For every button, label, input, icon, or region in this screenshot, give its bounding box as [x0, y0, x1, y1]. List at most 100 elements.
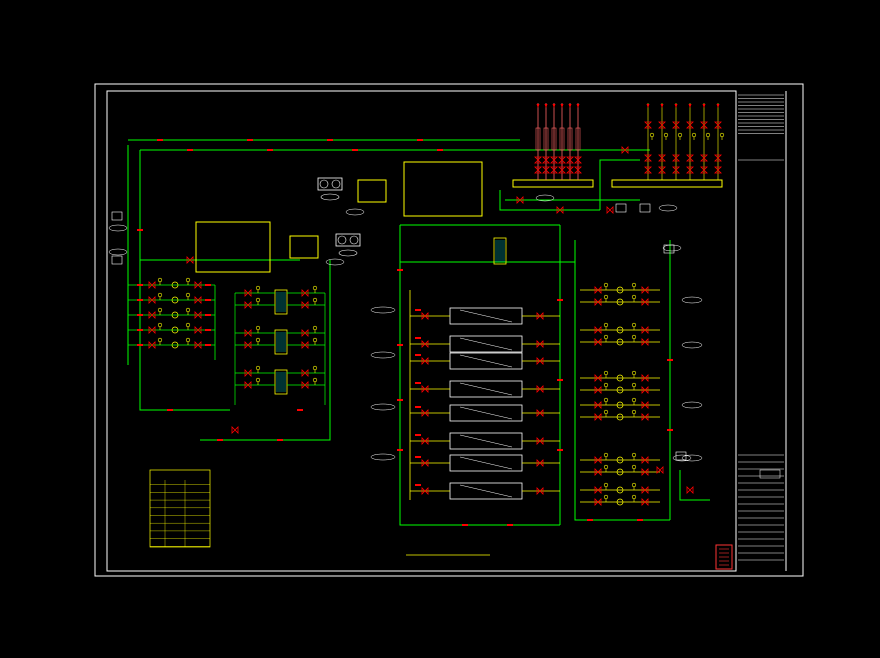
bowtie-valve-icon [421, 357, 429, 365]
equipment-enclosures [195, 161, 483, 273]
header-valves [137, 139, 694, 526]
bowtie-valve-icon [641, 326, 649, 334]
pressure-gauge-icon [631, 282, 637, 288]
pump-icon [171, 341, 179, 349]
bowtie-valve-icon [594, 498, 602, 506]
pipe-tag-mark [247, 139, 253, 141]
pressure-gauge-icon [312, 325, 318, 331]
sheet-border-inner [106, 90, 737, 572]
bowtie-valve-icon [686, 121, 694, 129]
tank-diagonal [459, 456, 513, 470]
pipe-tag-mark [137, 329, 143, 331]
pipe-tag-mark [267, 149, 273, 151]
bowtie-valve-icon [686, 154, 694, 162]
bowtie-valve-icon [194, 326, 202, 334]
pressure-gauge-icon [631, 322, 637, 328]
pipe-tag-mark [397, 449, 403, 451]
bowtie-valve-icon [536, 385, 544, 393]
bowtie-valve-icon [606, 206, 614, 214]
pipe-tag-mark [415, 337, 421, 339]
pressure-gauge-icon [157, 322, 163, 328]
bowtie-valve-icon [542, 166, 550, 174]
pressure-gauge-icon [255, 377, 261, 383]
tank-tag [370, 351, 396, 359]
bowtie-valve-icon [700, 121, 708, 129]
pressure-gauge-icon [312, 285, 318, 291]
bowtie-valve-icon [641, 498, 649, 506]
pipe-tag-mark [205, 344, 211, 346]
bowtie-valve-icon [641, 413, 649, 421]
pipe-tag-mark [437, 149, 443, 151]
pump-icon [616, 298, 624, 306]
pressure-gauge-icon [631, 494, 637, 500]
chiller-units [317, 177, 361, 257]
bowtie-valve-icon [641, 374, 649, 382]
storage-tanks [370, 290, 560, 500]
pressure-gauge-icon [719, 132, 725, 138]
equipment-tag [672, 454, 692, 462]
pipe-tag-mark [415, 309, 421, 311]
bowtie-valve-icon [534, 156, 542, 164]
pipe-tag-mark [397, 344, 403, 346]
chiller-unit-icon [317, 177, 343, 191]
bowtie-valve-icon [658, 121, 666, 129]
chiller-tag [320, 193, 340, 201]
pipe-tag-mark [277, 439, 283, 441]
pressure-gauge-icon [157, 337, 163, 343]
title-block-logo [759, 469, 781, 479]
right-branch-circuits [580, 282, 703, 506]
pressure-gauge-icon [631, 482, 637, 488]
riser-coil [535, 127, 541, 151]
bowtie-valve-icon [244, 381, 252, 389]
pump-icon [616, 326, 624, 334]
bowtie-valve-icon [714, 154, 722, 162]
bowtie-valve-icon [594, 298, 602, 306]
pipe-tag-mark [557, 449, 563, 451]
pressure-gauge-icon [603, 452, 609, 458]
chiller-unit-icon [335, 233, 361, 247]
riser-arrow-icon [560, 104, 564, 108]
equipment-tag [108, 248, 128, 256]
pressure-gauge-icon [312, 297, 318, 303]
pressure-gauge-icon [631, 452, 637, 458]
pipe-tag-mark [397, 269, 403, 271]
pressure-gauge-icon [603, 370, 609, 376]
left-branch-circuits [128, 277, 216, 360]
tank-diagonal [459, 382, 513, 396]
zone-tag [681, 296, 703, 304]
bowtie-valve-icon [244, 329, 252, 337]
pressure-gauge-icon [631, 409, 637, 415]
bowtie-valve-icon [656, 466, 664, 474]
pressure-gauge-icon [312, 377, 318, 383]
heat-exchanger-icon [493, 237, 507, 265]
bowtie-valve-icon [621, 146, 629, 154]
tank-diagonal [459, 337, 513, 351]
pipe-tag-mark [557, 379, 563, 381]
bowtie-valve-icon [641, 401, 649, 409]
pressure-gauge-icon [185, 337, 191, 343]
pump-icon [616, 456, 624, 464]
bowtie-valve-icon [301, 289, 309, 297]
pressure-gauge-icon [603, 334, 609, 340]
instrument-box [675, 451, 687, 461]
bowtie-valve-icon [421, 459, 429, 467]
tank-diagonal [459, 484, 513, 498]
pipe-tag-mark [415, 484, 421, 486]
chiller-fan-icon [337, 235, 347, 245]
tank-tag [370, 306, 396, 314]
pump-icon [616, 498, 624, 506]
bowtie-valve-icon [556, 206, 564, 214]
pressure-gauge-icon [649, 132, 655, 138]
pressure-gauge-icon [255, 365, 261, 371]
chiller-fan-icon [319, 179, 329, 189]
equipment-tag [325, 258, 345, 266]
bowtie-valve-icon [421, 340, 429, 348]
main-supply-header [127, 139, 710, 526]
pipe-tag-mark [137, 344, 143, 346]
approval-stamp-marks [719, 548, 729, 566]
bowtie-valve-icon [542, 156, 550, 164]
bowtie-valve-icon [301, 381, 309, 389]
pressure-gauge-icon [157, 307, 163, 313]
